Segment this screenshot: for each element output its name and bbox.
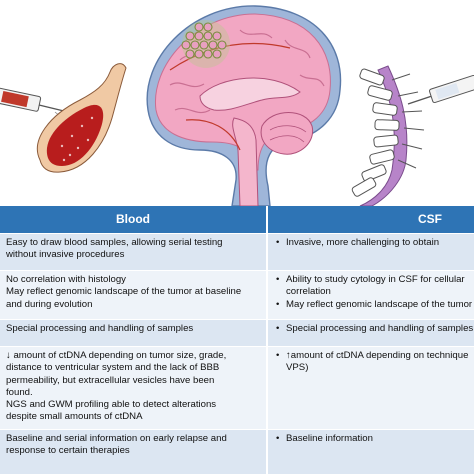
cell-line: correlation xyxy=(286,286,331,298)
cell-line: VPS) xyxy=(286,362,309,374)
cell-line: distance to ventricular system and the l… xyxy=(6,362,220,374)
csf-cell: Invasive, more challenging to obtain xyxy=(268,234,474,270)
csf-cell: Baseline information xyxy=(268,430,474,474)
blood-cell: No correlation with histology May reflec… xyxy=(0,271,266,319)
brain-sagittal-icon xyxy=(146,5,342,206)
cell-line: and during evolution xyxy=(6,298,93,310)
blood-cell: Special processing and handling of sampl… xyxy=(0,320,266,346)
tumor-cells-icon xyxy=(181,20,230,68)
cell-line: Baseline and serial information on early… xyxy=(6,433,227,444)
cell-line: May reflect genomic landscape of the tum… xyxy=(6,286,242,298)
table-row: Easy to draw blood samples, allowing ser… xyxy=(0,234,474,270)
blood-vessel-icon xyxy=(36,63,127,173)
bullet-item: May reflect genomic landscape of the tum… xyxy=(276,299,474,312)
blood-cell: ↓ amount of ctDNA depending on tumor siz… xyxy=(0,347,266,429)
cell-line: found. xyxy=(6,386,33,398)
blood-column-header: Blood xyxy=(0,206,266,233)
table-row: Baseline and serial information on early… xyxy=(0,430,474,474)
table-row: No correlation with histology May reflec… xyxy=(0,271,474,319)
bullet-item: ↑amount of ctDNA depending on technique xyxy=(276,350,474,363)
bullet-item: Baseline information xyxy=(276,433,474,446)
syringe-right-icon xyxy=(407,74,474,105)
spine-icon xyxy=(351,65,425,206)
cell-line: ↓ amount of ctDNA depending on tumor siz… xyxy=(6,350,227,361)
syringe-left-icon xyxy=(0,87,69,113)
cell-line: No correlation with histology xyxy=(6,274,126,285)
cell-line: without invasive procedures xyxy=(6,249,125,261)
comparison-table: Blood CSF Easy to draw blood samples, al… xyxy=(0,206,474,474)
cell-line: NGS and GWM profiling able to detect alt… xyxy=(6,399,217,411)
cell-line: Easy to draw blood samples, allowing ser… xyxy=(6,237,223,248)
cell-line: response to certain therapies xyxy=(6,445,130,457)
cell-line: despite small amounts of ctDNA xyxy=(6,411,143,423)
cell-line: permeability, but extracellular vesicles… xyxy=(6,374,215,386)
cell-line: Special processing and handling of sampl… xyxy=(6,323,194,334)
blood-cell: Easy to draw blood samples, allowing ser… xyxy=(0,234,266,270)
illustration xyxy=(0,5,474,206)
blood-cell: Baseline and serial information on early… xyxy=(0,430,266,474)
csf-cell: Special processing and handling of sampl… xyxy=(268,320,474,346)
bullet-item: Ability to study cytology in CSF for cel… xyxy=(276,274,474,287)
csf-cell: Ability to study cytology in CSF for cel… xyxy=(268,271,474,319)
csf-cell: ↑amount of ctDNA depending on technique … xyxy=(268,347,474,429)
csf-column-header: CSF xyxy=(268,206,474,233)
bullet-item: Special processing and handling of sampl… xyxy=(276,323,474,336)
table-row: Special processing and handling of sampl… xyxy=(0,320,474,346)
bullet-item: Invasive, more challenging to obtain xyxy=(276,237,474,250)
table-row: ↓ amount of ctDNA depending on tumor siz… xyxy=(0,347,474,429)
